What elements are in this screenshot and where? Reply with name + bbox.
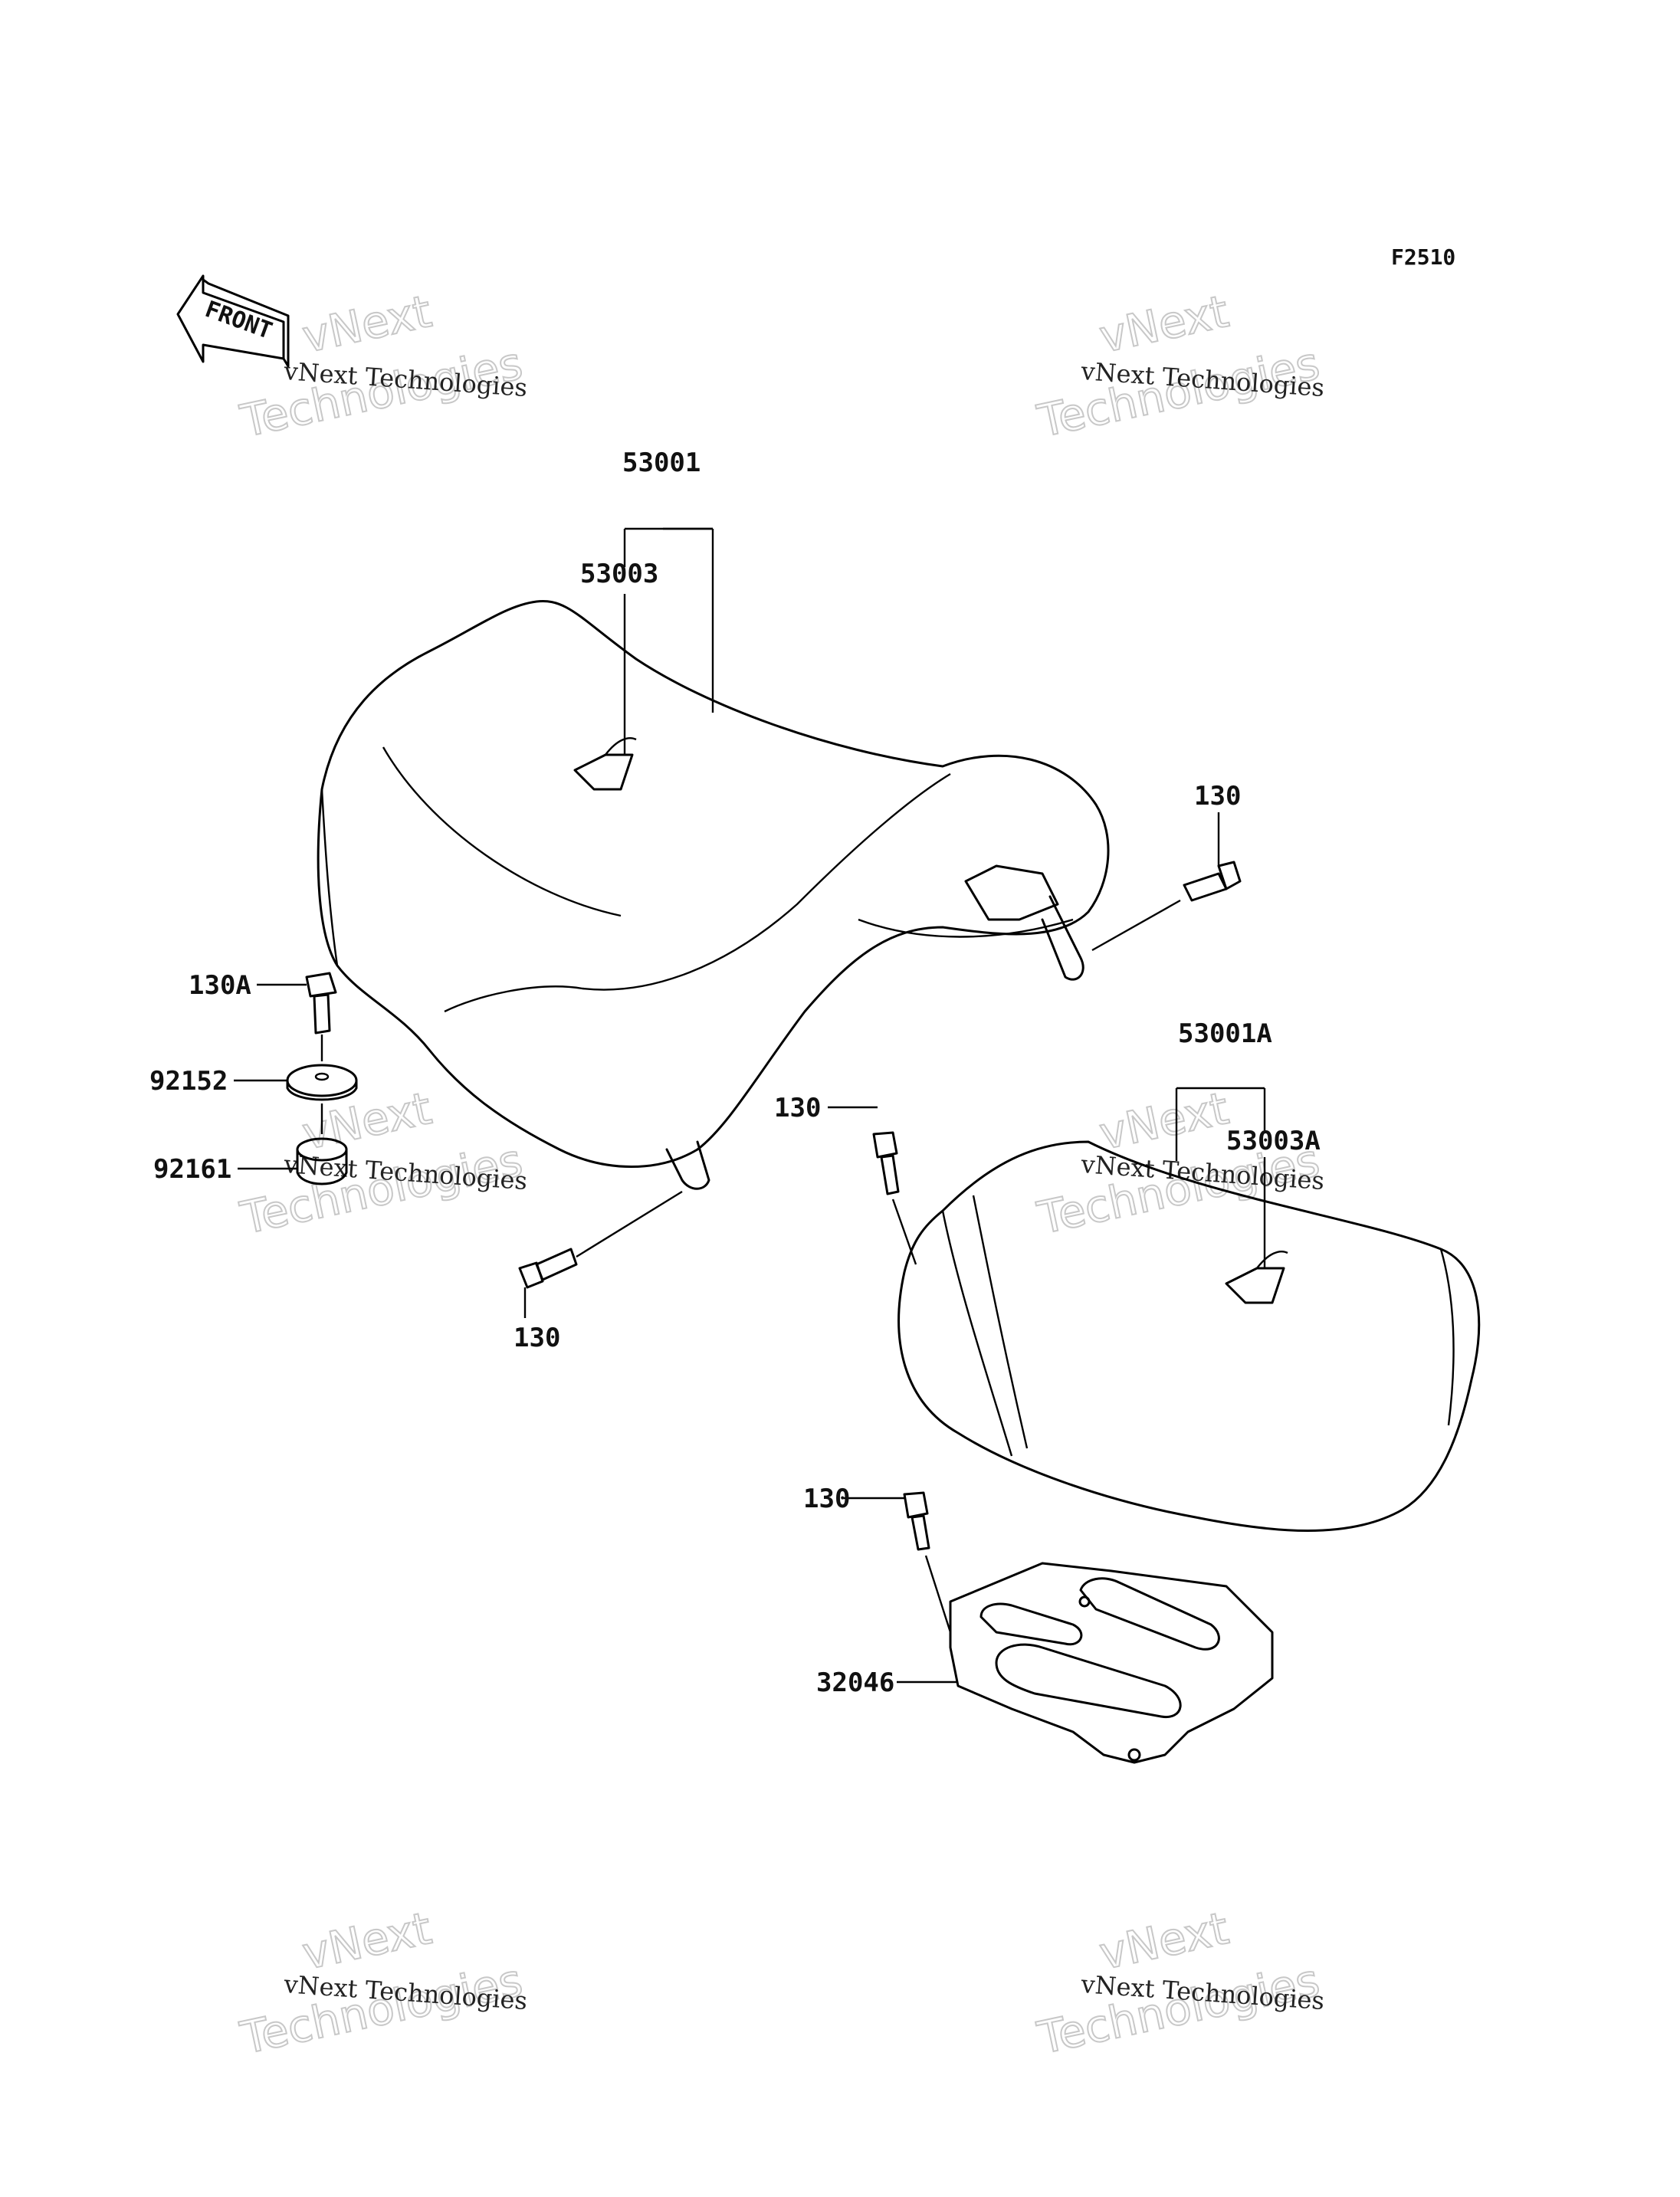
callout-53001: 53001 [622, 448, 701, 478]
watermark-big-1: vNext [298, 1082, 436, 1160]
callout-53001a: 53001A [1178, 1018, 1272, 1049]
watermark-big-1: vNext [1095, 1082, 1233, 1160]
callout-53003a: 53003A [1226, 1126, 1321, 1156]
callout-130-top: 130 [1194, 781, 1241, 812]
bolt-icon[interactable] [903, 1491, 952, 1633]
front-seat[interactable] [317, 599, 1110, 1190]
callout-130-mid: 130 [774, 1093, 821, 1123]
watermark-big-1: vNext [1095, 1902, 1233, 1980]
callout-92161: 92161 [153, 1154, 231, 1185]
callout-130-lower: 130 [803, 1484, 850, 1514]
diagram-code: F2510 [1391, 244, 1455, 270]
bolt-a-icon[interactable] [305, 972, 337, 1061]
callout-130-bottom-left: 130 [514, 1323, 560, 1353]
bolt-icon[interactable] [518, 1190, 683, 1289]
watermark-bottom-left: vNext Technologies vNext Technologies [235, 1901, 528, 2065]
watermark-top-left: vNext Technologies vNext Technologies [235, 284, 528, 448]
front-arrow-icon: FRONT [176, 274, 290, 368]
front-label: FRONT [202, 296, 276, 345]
watermark-mid-right: vNext Technologies vNext Technologies [1032, 1081, 1325, 1245]
callout-53003: 53003 [580, 559, 658, 589]
washer-icon[interactable] [286, 1064, 358, 1134]
watermark-mid-left: vNext Technologies vNext Technologies [235, 1081, 528, 1245]
seat-plate[interactable] [949, 1562, 1274, 1764]
watermark-bottom-right: vNext Technologies vNext Technologies [1032, 1901, 1325, 2065]
watermark-top-right: vNext Technologies vNext Technologies [1032, 284, 1325, 448]
watermark-big-1: vNext [298, 1902, 436, 1980]
watermark-big-1: vNext [298, 285, 436, 363]
rear-seat[interactable] [897, 1140, 1481, 1532]
damper-icon[interactable] [296, 1137, 348, 1185]
watermark-big-1: vNext [1095, 285, 1233, 363]
callout-leaders [234, 527, 1266, 1684]
bolt-icon[interactable] [1091, 861, 1242, 952]
bolt-icon[interactable] [872, 1131, 917, 1265]
callout-32046: 32046 [816, 1667, 894, 1698]
callout-130a: 130A [189, 970, 251, 1001]
callout-92152: 92152 [149, 1066, 228, 1097]
